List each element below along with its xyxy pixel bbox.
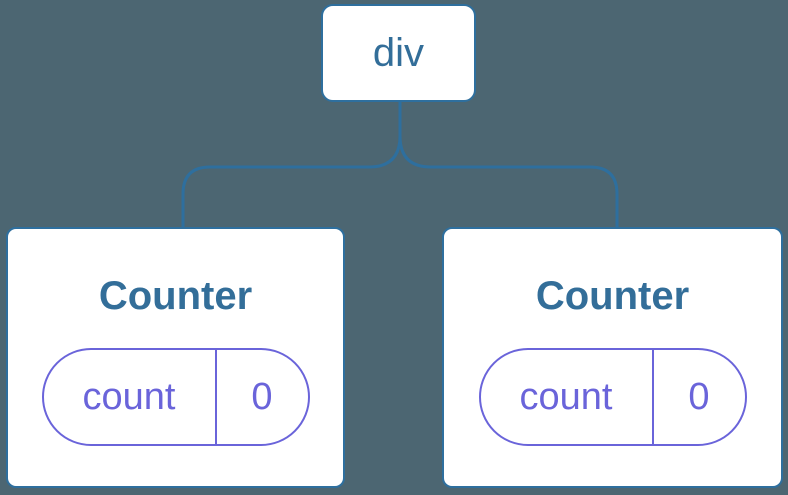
- root-node: div: [321, 4, 476, 102]
- component-card: Counter count 0: [6, 227, 345, 488]
- state-pill: count 0: [41, 348, 310, 446]
- component-title: Counter: [535, 274, 690, 318]
- state-key: count: [44, 350, 217, 444]
- state-pill: count 0: [478, 348, 747, 446]
- component-card: Counter count 0: [442, 227, 783, 488]
- state-value: 0: [688, 375, 710, 418]
- connector-left-branch: [181, 102, 402, 228]
- component-title: Counter: [98, 274, 253, 318]
- root-node-label: div: [372, 30, 425, 75]
- connector-right-branch: [398, 102, 619, 228]
- state-key: count: [481, 350, 654, 444]
- state-value: 0: [251, 375, 273, 418]
